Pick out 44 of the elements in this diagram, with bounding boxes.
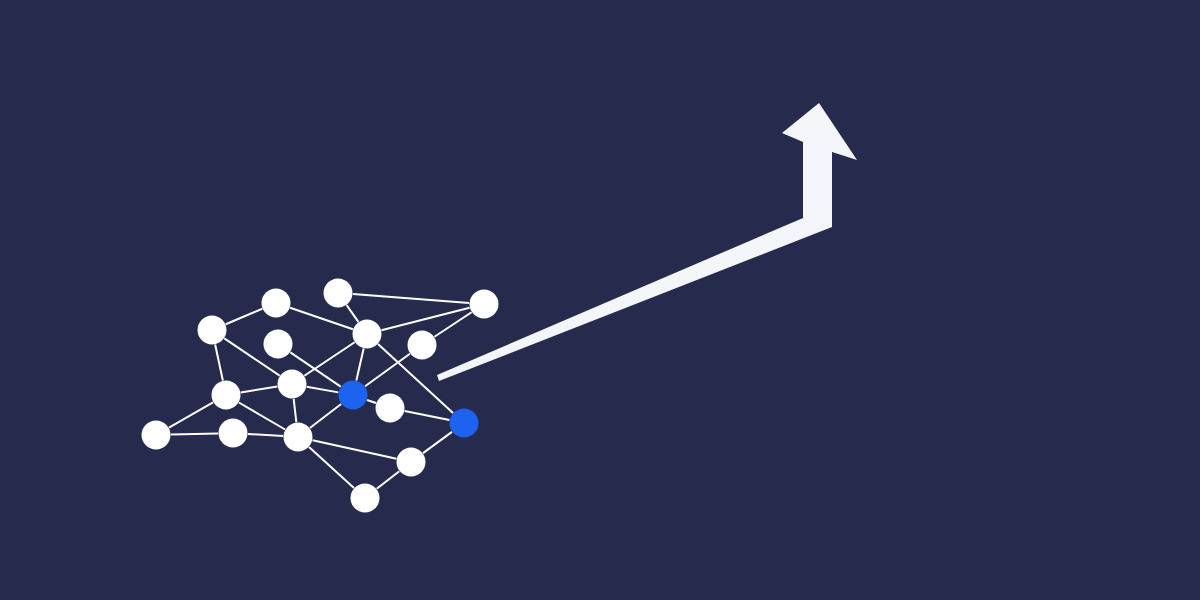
network-node	[211, 380, 241, 410]
connector-line	[380, 306, 471, 332]
connector-line	[167, 401, 215, 429]
connector-line	[364, 352, 411, 388]
connector-line	[308, 403, 343, 429]
network-node	[407, 330, 437, 360]
connector-line	[292, 397, 298, 424]
network-node	[338, 380, 368, 410]
network-node	[263, 329, 293, 359]
connector-line	[289, 351, 342, 388]
connector-line	[237, 401, 287, 431]
connector-line	[308, 446, 355, 489]
network-node	[218, 418, 248, 448]
connector-line	[303, 341, 356, 377]
connector-line	[366, 398, 377, 405]
connector-line	[223, 337, 281, 377]
connector-line	[169, 432, 220, 436]
connector-line	[214, 343, 224, 382]
network-node	[283, 422, 313, 452]
network-node	[350, 483, 380, 513]
connector-line	[375, 470, 401, 490]
connector-line	[351, 293, 471, 304]
network-node	[449, 408, 479, 438]
network-node	[261, 288, 291, 318]
network-node	[396, 447, 426, 477]
connector-line	[433, 311, 473, 338]
network-node	[323, 278, 353, 308]
connector-line	[311, 439, 398, 460]
network-node	[197, 315, 227, 345]
connector-line	[305, 385, 340, 394]
connector-line	[224, 307, 264, 326]
network-node	[352, 319, 382, 349]
connector-line	[345, 304, 360, 323]
connector-line	[246, 432, 285, 438]
connector-line	[377, 343, 455, 414]
network-node	[375, 393, 405, 423]
connector-line	[403, 409, 451, 422]
connector-line	[422, 430, 453, 455]
network-node	[277, 369, 307, 399]
connector-line	[355, 347, 365, 382]
network-node	[469, 289, 499, 319]
network-node	[141, 420, 171, 450]
connector-line	[289, 306, 354, 331]
connector-line	[239, 385, 279, 394]
